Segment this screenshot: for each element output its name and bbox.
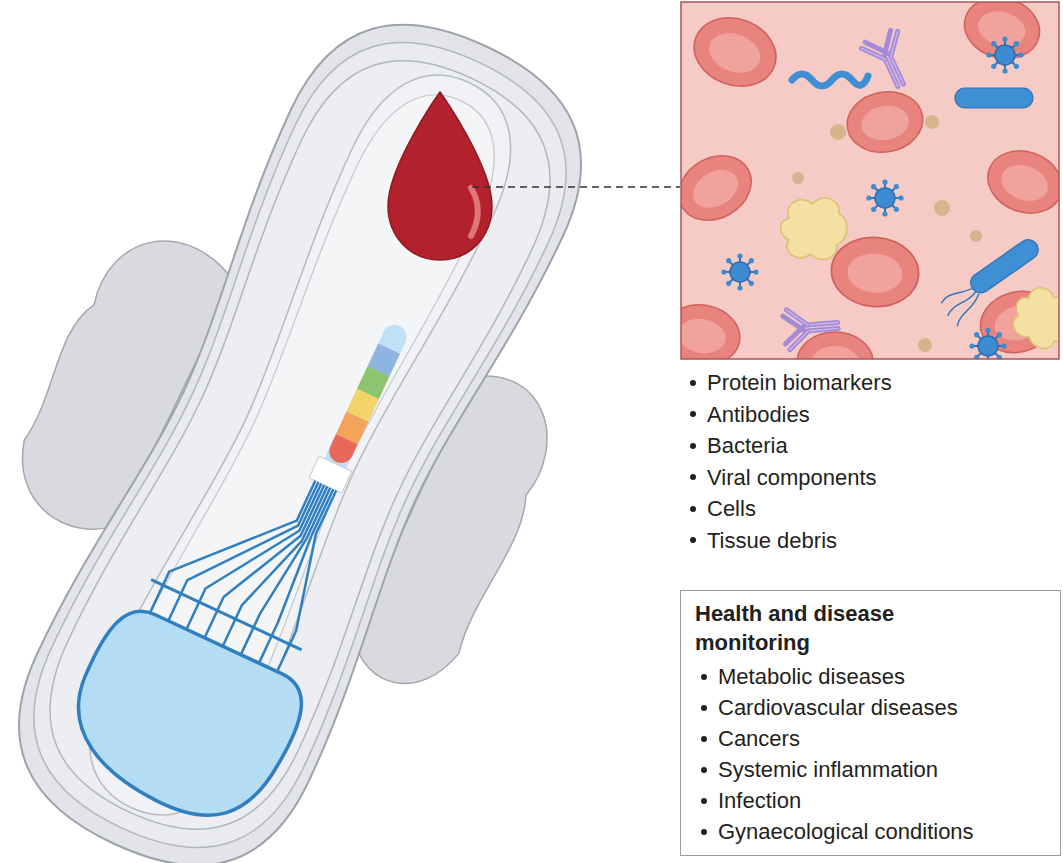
illustration-shape xyxy=(842,86,927,158)
illustration-shape xyxy=(792,172,804,184)
illustration-shape xyxy=(780,198,846,259)
illustration-shape xyxy=(253,489,338,663)
list-item: Cancers xyxy=(718,723,800,754)
illustration-shape xyxy=(321,321,410,476)
list-row: Gynaecological conditions xyxy=(695,816,1048,847)
list-item: Gynaecological conditions xyxy=(718,816,974,847)
illustration-shape xyxy=(969,327,1006,359)
box-heading: Health and disease monitoring xyxy=(695,599,965,657)
list-row: Infection xyxy=(695,785,1048,816)
illustration-shape xyxy=(860,28,919,94)
illustration-shape xyxy=(1003,278,1059,357)
drop-highlight xyxy=(471,188,478,236)
bullet-dot xyxy=(690,411,696,417)
list-row: Antibodies xyxy=(684,399,892,431)
illustration-shape xyxy=(150,441,315,652)
illustration-shape xyxy=(797,332,873,359)
illustration-shape xyxy=(967,236,1042,297)
illustration-shape xyxy=(828,234,921,310)
pad-outline xyxy=(0,0,622,863)
absorbent-reservoir xyxy=(50,599,315,842)
content-label: Tissue debris xyxy=(707,525,837,557)
content-label: Cells xyxy=(707,493,756,525)
illustration-shape xyxy=(681,143,763,233)
list-item: Infection xyxy=(718,785,801,816)
bullet-dot xyxy=(690,380,696,386)
info-box: Health and disease monitoringMetabolic d… xyxy=(680,590,1061,856)
sanitary-pad xyxy=(0,0,698,863)
illustration-shape xyxy=(782,305,839,350)
list-row: Protein biomarkers xyxy=(684,367,892,399)
bullet-dot xyxy=(690,506,696,512)
list-row: Cancers xyxy=(695,723,1048,754)
bullet-dot xyxy=(690,537,696,543)
bullet-dot xyxy=(690,474,696,480)
blood-contents xyxy=(681,2,1059,359)
pad-ring xyxy=(0,3,605,863)
illustration-shape xyxy=(918,338,932,352)
list-item: Systemic inflammation xyxy=(718,754,938,785)
list-row: Systemic inflammation xyxy=(695,754,1048,785)
zoom-leader xyxy=(472,186,680,188)
bullet-dot xyxy=(701,736,707,742)
indicator-strip xyxy=(321,321,410,476)
content-label: Viral components xyxy=(707,462,877,494)
bullet-dot xyxy=(690,443,696,449)
bullet-dot xyxy=(701,705,707,711)
illustration-shape xyxy=(205,466,325,656)
list-row: Metabolic diseases xyxy=(695,661,1048,692)
illustration-shape xyxy=(934,200,950,216)
content-label: Bacteria xyxy=(707,430,788,462)
list-row: Viral components xyxy=(684,462,892,494)
illustration-shape xyxy=(866,179,903,216)
illustration-shape xyxy=(241,483,330,659)
bullet-dot xyxy=(701,798,707,804)
illustration-shape xyxy=(970,230,982,242)
rod-bacterium xyxy=(955,88,1033,108)
zoom-frame xyxy=(681,2,1059,359)
list-row: Cardiovascular diseases xyxy=(695,692,1048,723)
illustration-shape xyxy=(925,115,939,129)
illustration-shape xyxy=(681,299,745,359)
bullet-dot xyxy=(701,767,707,773)
illustration-shape xyxy=(986,36,1023,73)
pad-ring xyxy=(13,24,586,863)
illustration-shape xyxy=(979,141,1059,223)
illustration-shape xyxy=(684,7,785,98)
list-row: Cells xyxy=(684,493,892,525)
illustration-shape xyxy=(721,253,758,290)
bullet-dot xyxy=(701,829,707,835)
bullet-dot xyxy=(701,674,707,680)
content-label: Antibodies xyxy=(707,399,810,431)
list-item: Cardiovascular diseases xyxy=(718,692,958,723)
flagellated-bacterium xyxy=(937,236,1049,328)
list-row: Bacteria xyxy=(684,430,892,462)
content-label: Protein biomarkers xyxy=(707,367,892,399)
list-item: Metabolic diseases xyxy=(718,661,905,692)
illustration-shape xyxy=(256,491,357,672)
content-list: Protein biomarkersAntibodiesBacteriaVira… xyxy=(684,367,892,556)
spiral-bacterium xyxy=(792,74,868,86)
list-row: Tissue debris xyxy=(684,525,892,557)
illustration-shape xyxy=(830,124,846,140)
blood-drop xyxy=(388,92,492,260)
